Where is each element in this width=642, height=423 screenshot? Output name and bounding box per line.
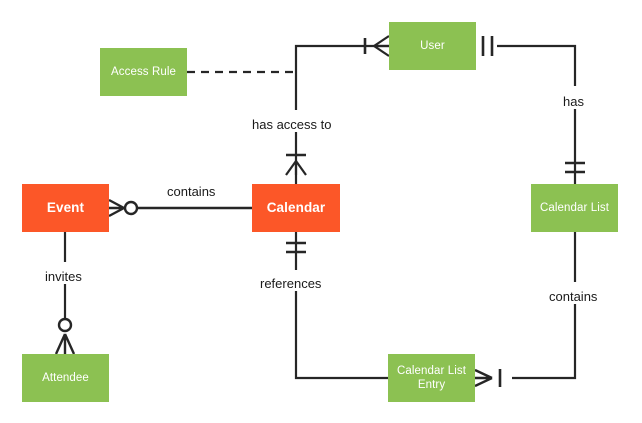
- entity-user-label: User: [420, 40, 445, 52]
- relationship-label-has: has: [560, 94, 587, 109]
- entity-attendee-label: Attendee: [42, 372, 89, 384]
- notation-calendar-bottom-exactly-one: [286, 241, 306, 254]
- entity-calendar[interactable]: Calendar: [252, 184, 340, 232]
- notation-calendar-top-one-and-many: [285, 153, 307, 176]
- entity-access-rule[interactable]: Access Rule: [100, 48, 187, 96]
- notation-attendee-top-zero-or-many: [54, 317, 76, 355]
- entity-event-label: Event: [46, 200, 85, 215]
- relationship-label-references: references: [257, 276, 325, 291]
- edge-list-contains-entry-lower: [512, 300, 577, 380]
- edge-user-has-access-to-calendar: [294, 44, 389, 110]
- relationship-label-contains-list-entry: contains: [546, 289, 601, 304]
- relationship-label-contains-event-calendar: contains: [164, 184, 219, 199]
- relationship-label-invites: invites: [42, 269, 85, 284]
- notation-entry-right-many-and-one: [474, 368, 502, 388]
- edge-user-has-calendar-list-upper: [497, 44, 577, 86]
- entity-calendar-label: Calendar: [266, 200, 326, 215]
- notation-calendar-list-top-exactly-one: [565, 161, 585, 174]
- entity-attendee[interactable]: Attendee: [22, 354, 109, 402]
- edge-calendar-references-entry-lower: [294, 288, 388, 380]
- notation-user-right-exactly-one: [481, 36, 494, 56]
- relationship-label-has-access-to: has access to: [249, 117, 335, 132]
- notation-event-right-zero-or-many: [108, 198, 139, 218]
- entity-calendar-list-entry[interactable]: Calendar List Entry: [388, 354, 475, 402]
- entity-calendar-list-label: Calendar List: [539, 202, 610, 214]
- entity-event[interactable]: Event: [22, 184, 109, 232]
- entity-calendar-list-entry-label: Calendar List Entry: [396, 365, 467, 391]
- entity-access-rule-label: Access Rule: [110, 66, 176, 78]
- entity-calendar-list[interactable]: Calendar List: [531, 184, 618, 232]
- entity-user[interactable]: User: [389, 22, 476, 70]
- notation-user-left-one-and-many: [363, 35, 390, 57]
